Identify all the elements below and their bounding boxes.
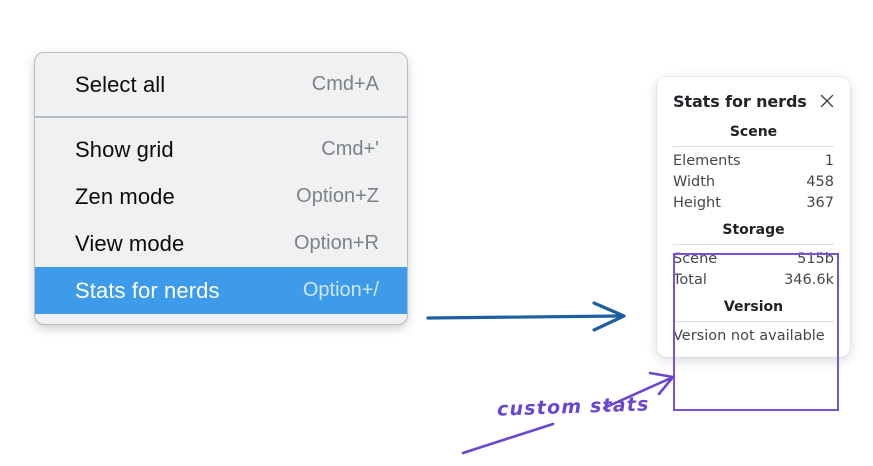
menu-item-select-all[interactable]: Select all Cmd+A (35, 61, 407, 108)
menu-item-label: Zen mode (75, 183, 175, 209)
menu-item-label: View mode (75, 230, 185, 256)
stats-row-value: 1 (824, 152, 834, 169)
stats-row-width: Width 458 (673, 171, 834, 192)
stats-section-heading-scene: Scene (729, 124, 778, 140)
stats-row-height: Height 367 (673, 192, 834, 213)
menu-item-shortcut: Option+/ (302, 279, 379, 301)
context-menu-group-1: Select all Cmd+A (35, 53, 407, 116)
stats-row-value: 458 (806, 173, 834, 190)
menu-item-shortcut: Option+Z (296, 185, 379, 207)
context-menu-group-2: Show grid Cmd+' Zen mode Option+Z View m… (35, 118, 407, 314)
menu-divider (35, 116, 407, 118)
stats-row-key: Scene (673, 250, 718, 267)
stats-row-key: Width (673, 173, 716, 190)
stats-row-storage-total: Total 346.6k (673, 269, 834, 290)
stats-row-value: 346.6k (784, 271, 834, 288)
menu-item-label: Stats for nerds (75, 277, 220, 303)
annotation-arrow-icon (602, 371, 675, 410)
stats-for-nerds-panel: Stats for nerds Scene Elements 1 Width 4… (657, 77, 850, 357)
menu-item-shortcut: Cmd+A (311, 73, 379, 95)
flow-arrow-icon (426, 301, 626, 332)
stats-section-heading-version: Version (723, 299, 784, 315)
menu-item-shortcut: Option+R (293, 232, 379, 254)
section-rule (673, 244, 834, 245)
menu-item-label: Show grid (75, 136, 174, 162)
stats-row-value: 515b (797, 250, 834, 267)
menu-item-zen-mode[interactable]: Zen mode Option+Z (35, 173, 407, 220)
stats-row-version-value: Version not available (673, 328, 825, 344)
menu-item-view-mode[interactable]: View mode Option+R (35, 220, 407, 267)
stats-row-key: Height (673, 194, 721, 211)
stats-row-storage-scene: Scene 515b (673, 248, 834, 269)
annotation-underline-stroke (461, 422, 555, 455)
close-icon[interactable] (818, 92, 836, 110)
stats-row-key: Total (673, 271, 707, 288)
menu-item-stats-for-nerds[interactable]: Stats for nerds Option+/ (35, 267, 407, 314)
section-rule (673, 321, 834, 322)
stats-row-key: Elements (673, 152, 741, 169)
menu-item-shortcut: Cmd+' (321, 138, 379, 160)
stats-section-heading-storage: Storage (722, 222, 785, 238)
annotation-label-custom-stats: custom stats (496, 393, 650, 421)
stats-row-elements: Elements 1 (673, 150, 834, 171)
stats-panel-title: Stats for nerds (673, 91, 807, 111)
section-rule (673, 146, 834, 147)
stats-row-value: 367 (806, 194, 834, 211)
menu-item-show-grid[interactable]: Show grid Cmd+' (35, 126, 407, 173)
stats-panel-body: Scene Elements 1 Width 458 Height 367 St… (657, 115, 850, 345)
context-menu[interactable]: Select all Cmd+A Show grid Cmd+' Zen mod… (34, 52, 408, 325)
menu-item-label: Select all (75, 71, 166, 97)
stats-panel-header: Stats for nerds (657, 87, 850, 115)
